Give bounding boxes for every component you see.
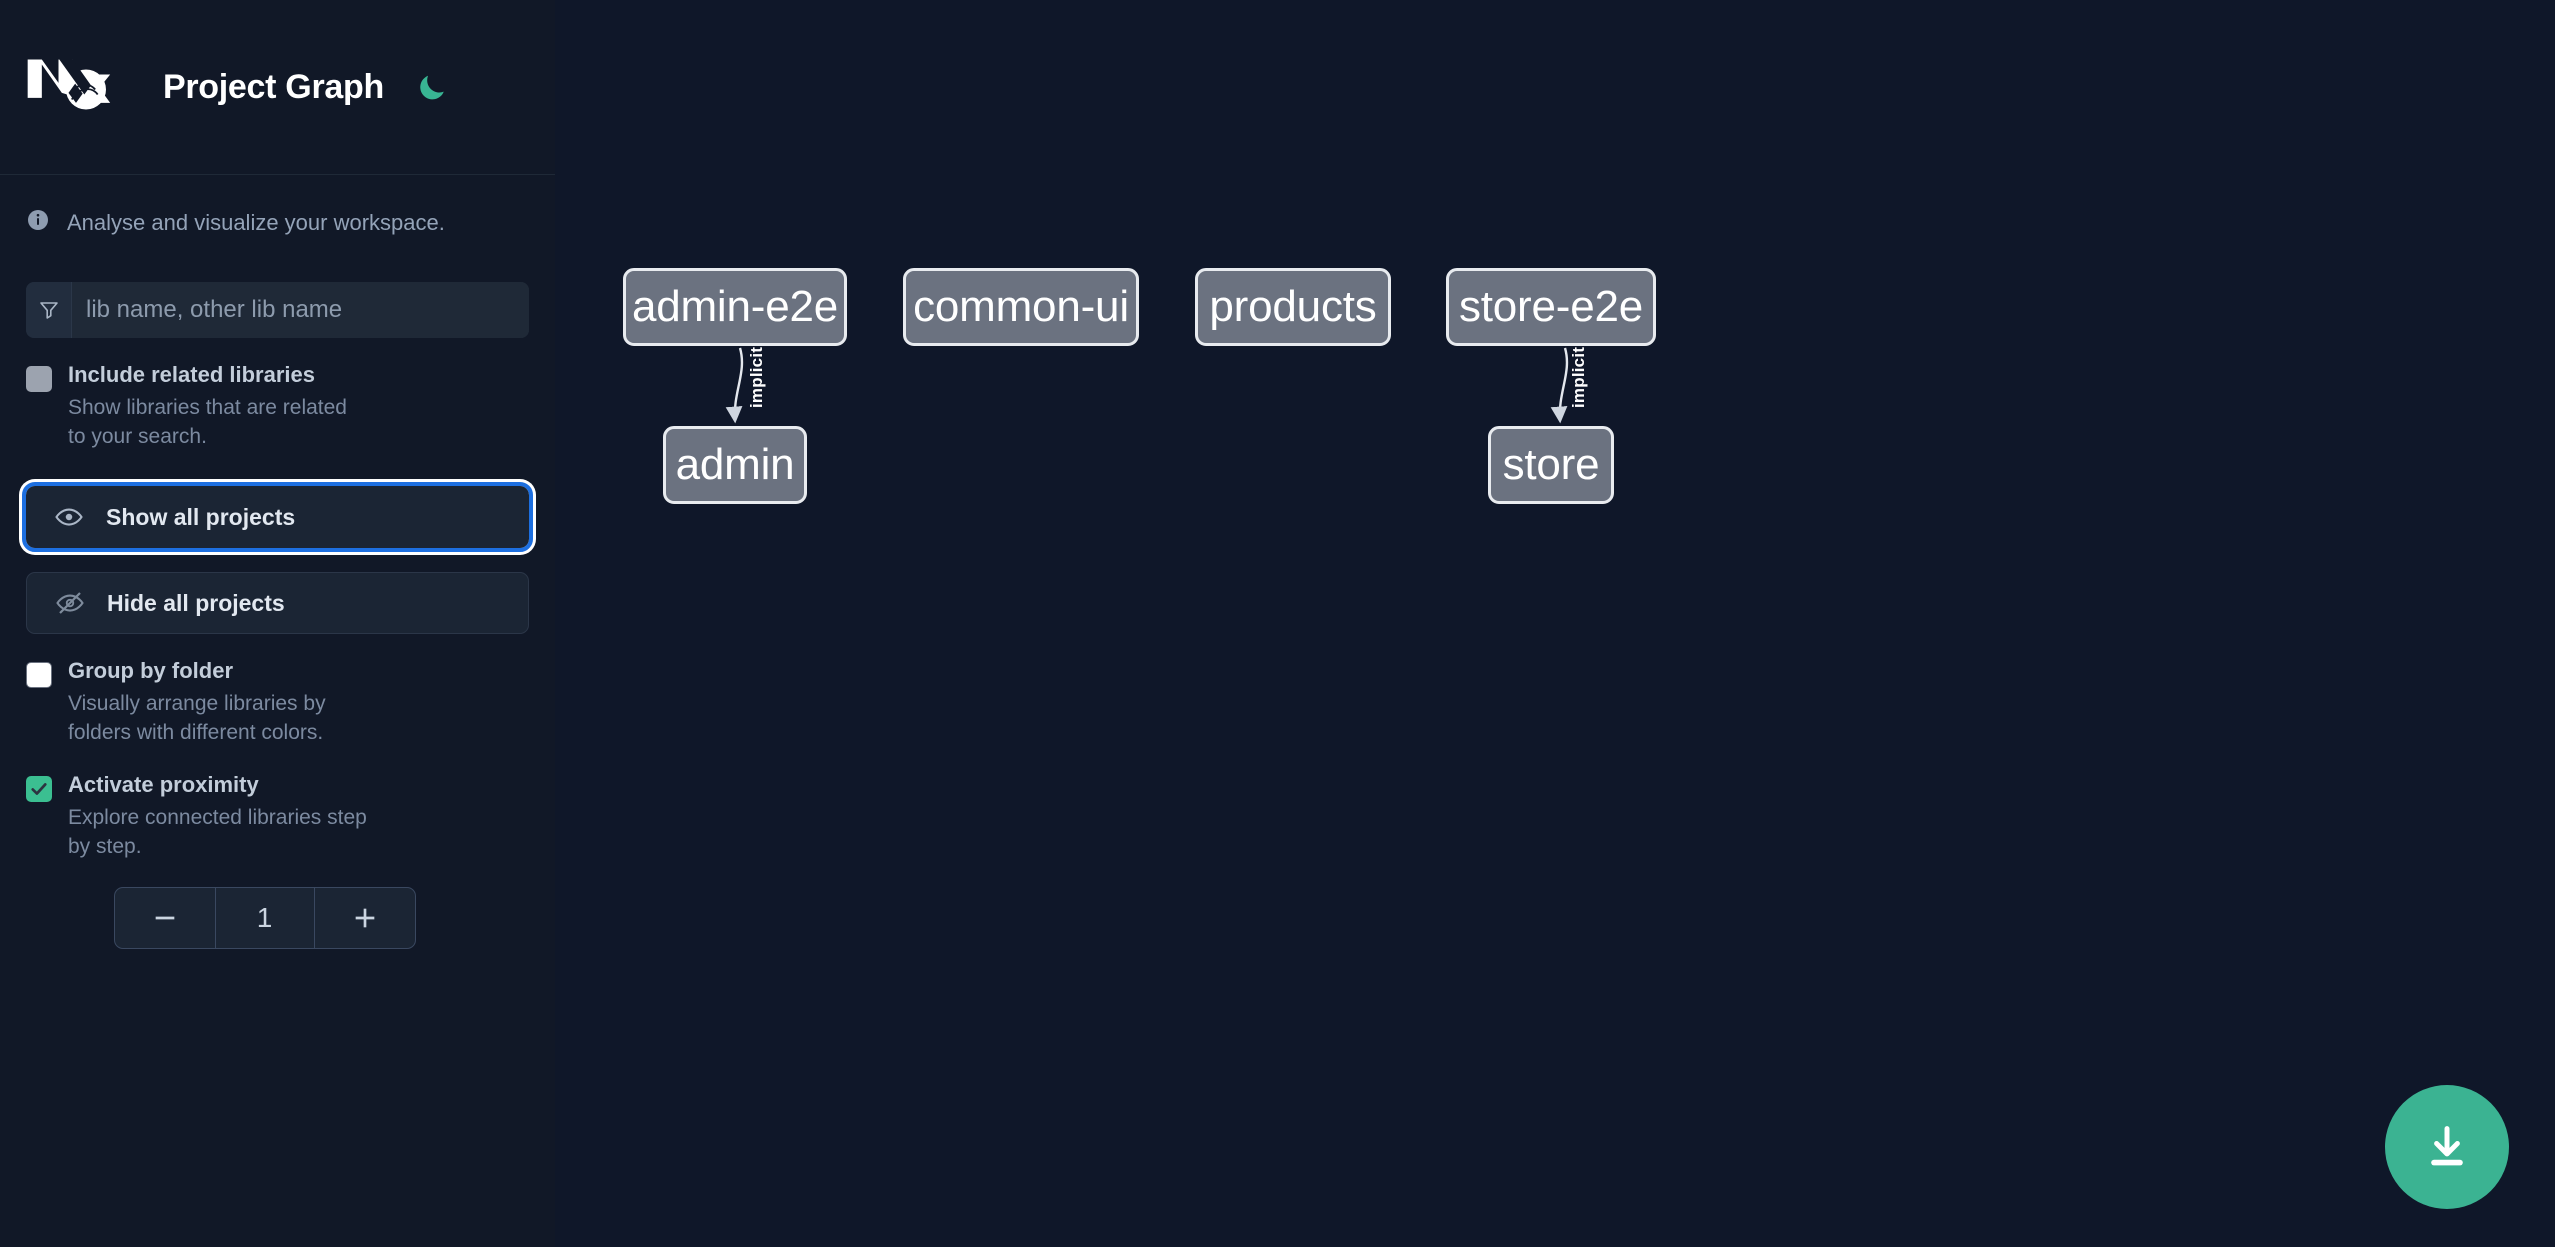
group-by-folder-description: Visually arrange libraries by folders wi…: [68, 692, 326, 745]
include-related-libraries-description: Show libraries that are related to your …: [68, 396, 347, 449]
option-group-by-folder: Group by folder Visually arrange librari…: [0, 634, 555, 748]
moon-icon[interactable]: [412, 67, 452, 107]
proximity-stepper: 1: [113, 887, 416, 950]
info-icon: [26, 208, 50, 237]
activate-proximity-description: Explore connected libraries step by step…: [68, 806, 367, 859]
page-title: Project Graph: [163, 67, 384, 106]
include-related-libraries-label: Include related libraries: [68, 362, 315, 387]
group-by-folder-label: Group by folder: [68, 658, 233, 684]
hide-all-projects-label: Hide all projects: [107, 589, 285, 616]
search-box[interactable]: [26, 282, 529, 338]
proximity-stepper-wrap: 1: [0, 862, 555, 950]
download-graph-button[interactable]: [2385, 1085, 2509, 1209]
graph-node-store[interactable]: store: [1488, 426, 1614, 504]
edge-label-store-implicit: implicit: [1569, 346, 1588, 408]
button-spacer: [26, 548, 529, 572]
sidebar: Project Graph Analyse and visualize your…: [0, 0, 555, 1247]
workspace-info: Analyse and visualize your workspace.: [0, 175, 555, 237]
search-input[interactable]: [72, 282, 529, 338]
filter-section: [0, 237, 555, 338]
option-include-related-libraries: Include related libraries Show libraries…: [0, 338, 555, 452]
show-all-projects-button[interactable]: Show all projects: [22, 482, 533, 553]
graph-node-store-e2e[interactable]: store-e2e: [1446, 268, 1656, 346]
nx-logo: [26, 56, 126, 118]
sidebar-header: Project Graph: [0, 0, 555, 175]
eye-icon: [54, 502, 84, 532]
proximity-decrement-button[interactable]: [115, 888, 215, 948]
graph-node-products[interactable]: products: [1195, 268, 1391, 346]
download-icon: [2431, 1126, 2463, 1166]
graph-node-admin-e2e[interactable]: admin-e2e: [623, 268, 847, 346]
graph-canvas[interactable]: implicit implicit admin-e2e common-ui pr…: [555, 0, 2555, 1247]
activate-proximity-checkbox[interactable]: [26, 776, 52, 803]
proximity-value[interactable]: 1: [214, 888, 315, 949]
option-activate-proximity: Activate proximity Explore connected lib…: [0, 748, 555, 862]
eye-slash-icon: [55, 588, 85, 618]
graph-node-admin[interactable]: admin: [663, 426, 807, 504]
hide-all-projects-button[interactable]: Hide all projects: [26, 572, 529, 635]
show-all-projects-label: Show all projects: [106, 503, 296, 530]
graph-node-common-ui[interactable]: common-ui: [903, 268, 1139, 346]
proximity-increment-button[interactable]: [315, 888, 415, 948]
include-related-libraries-checkbox[interactable]: [26, 366, 52, 392]
funnel-icon[interactable]: [26, 282, 72, 338]
edge-label-admin-implicit: implicit: [747, 346, 766, 408]
group-by-folder-checkbox[interactable]: [26, 662, 52, 689]
graph-edges: [725, 347, 1569, 424]
activate-proximity-label: Activate proximity: [68, 772, 259, 798]
workspace-info-text: Analyse and visualize your workspace.: [67, 209, 445, 235]
project-visibility-buttons: Show all projects Hide all projects: [0, 452, 555, 635]
